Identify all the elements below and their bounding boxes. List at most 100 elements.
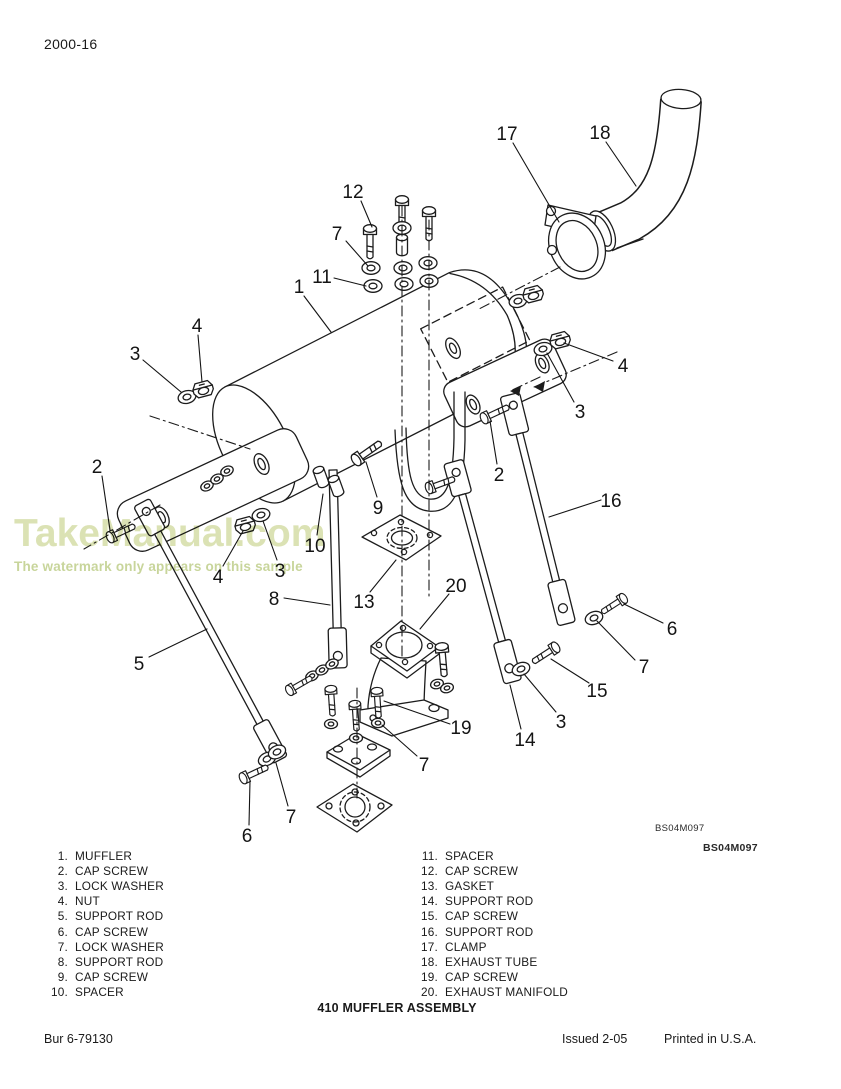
callout-leader-7 [345, 240, 369, 267]
callout-leader-19 [383, 700, 451, 725]
callout-2: 2 [494, 465, 505, 486]
part-name: CAP SCREW [445, 909, 519, 924]
part-row: 12. CAP SCREW [412, 863, 742, 878]
part-name: SPACER [445, 848, 494, 863]
callout-leader-7 [275, 762, 289, 807]
support-rod-16 [499, 392, 576, 626]
callout-leader-3 [142, 359, 182, 393]
callout-leader-2 [489, 420, 498, 465]
part-name: EXHAUST MANIFOLD [445, 985, 568, 1000]
part-number: 3. [57, 878, 68, 893]
part-number: 12. [421, 863, 438, 878]
part-number: 11. [421, 848, 438, 863]
figure-caption: 410 MUFFLER ASSEMBLY [317, 1001, 477, 1015]
callout-7: 7 [286, 807, 297, 828]
support-rod-8 [327, 469, 348, 669]
callout-16: 16 [600, 491, 621, 512]
callout-11: 11 [312, 267, 332, 288]
footer-printed-in: Printed in U.S.A. [664, 1032, 757, 1046]
image-code: BS04M097 [655, 823, 705, 834]
part-name: CAP SCREW [445, 863, 519, 878]
footer-issued-date: Issued 2-05 [562, 1032, 628, 1046]
part-name: CAP SCREW [75, 970, 149, 985]
part-row: 6.CAP SCREW [42, 924, 372, 939]
part-number: 20. [421, 985, 438, 1000]
part-number: 7. [57, 939, 68, 954]
part-row: 2.CAP SCREW [42, 863, 372, 878]
part-number: 13. [421, 878, 438, 893]
inlet-flange-dashed [420, 286, 531, 383]
support-rod-14 [443, 459, 522, 685]
part-row: 3.LOCK WASHER [42, 878, 372, 893]
callout-6: 6 [242, 826, 253, 847]
callout-15: 15 [586, 681, 607, 702]
callout-1: 1 [294, 277, 305, 298]
callout-10: 10 [304, 536, 325, 557]
callout-leader-18 [605, 141, 637, 187]
part-row: 15. CAP SCREW [412, 909, 742, 924]
part-name: SUPPORT ROD [75, 954, 164, 969]
base-plate [326, 733, 391, 778]
callout-4: 4 [213, 567, 224, 588]
part-row: 4. NUT [42, 894, 372, 909]
part-row: 11. SPACER [412, 848, 742, 863]
callout-18: 18 [589, 123, 610, 144]
callout-leader-20 [419, 593, 450, 630]
callout-leader-17 [512, 142, 560, 223]
exhaust-clamp [544, 204, 607, 280]
part-number: 18. [421, 954, 438, 969]
callout-leader-9 [365, 461, 378, 498]
callout-leader-7 [596, 620, 636, 661]
callout-leader-10 [316, 493, 324, 536]
part-row: 19.CAP SCREW [412, 970, 742, 985]
part-name: MUFFLER [75, 848, 133, 863]
part-name: CAP SCREW [445, 970, 519, 985]
callout-leader-7 [381, 724, 418, 757]
part-number: 8. [57, 954, 68, 969]
callout-7: 7 [332, 224, 343, 245]
callout-leader-3 [262, 520, 278, 561]
part-number: 4. [57, 894, 68, 909]
part-row: 1. MUFFLER [42, 848, 372, 863]
callout-leader-5 [148, 628, 208, 658]
part-number: 5. [57, 909, 68, 924]
part-row: 8. SUPPORT ROD [42, 954, 372, 969]
part-name: SPACER [75, 985, 124, 1000]
part-number: 9. [57, 970, 68, 985]
callout-3: 3 [130, 344, 141, 365]
part-number: 1. [57, 848, 68, 863]
callout-3: 3 [556, 712, 567, 733]
callout-5: 5 [134, 654, 145, 675]
part-number: 2. [57, 863, 68, 878]
part-row: 16.SUPPORT ROD [412, 924, 742, 939]
part-number: 16. [421, 924, 438, 939]
callout-leader-4 [222, 530, 244, 567]
part-row: 5.SUPPORT ROD [42, 909, 372, 924]
part-number: 15. [421, 909, 438, 924]
part-name: SUPPORT ROD [445, 894, 534, 909]
part-number: 14. [421, 894, 438, 909]
callout-2: 2 [92, 457, 103, 478]
part-row: 13.GASKET [412, 878, 742, 893]
part-name: LOCK WASHER [75, 939, 164, 954]
callout-13: 13 [353, 592, 374, 613]
callout-12: 12 [342, 182, 363, 203]
callout-leader-4 [563, 342, 614, 362]
callout-leader-3 [546, 352, 575, 403]
callout-6: 6 [667, 619, 678, 640]
callout-leader-14 [509, 684, 522, 730]
callout-leader-8 [283, 597, 331, 606]
exhaust-tube [587, 88, 702, 252]
part-name: CAP SCREW [75, 924, 149, 939]
callout-7: 7 [639, 657, 650, 678]
part-name: NUT [75, 894, 100, 909]
part-row: 14. SUPPORT ROD [412, 894, 742, 909]
centerline-arrows [510, 381, 545, 396]
part-name: EXHAUST TUBE [445, 954, 538, 969]
callout-8: 8 [269, 589, 280, 610]
part-row: 20. EXHAUST MANIFOLD [412, 985, 742, 1000]
